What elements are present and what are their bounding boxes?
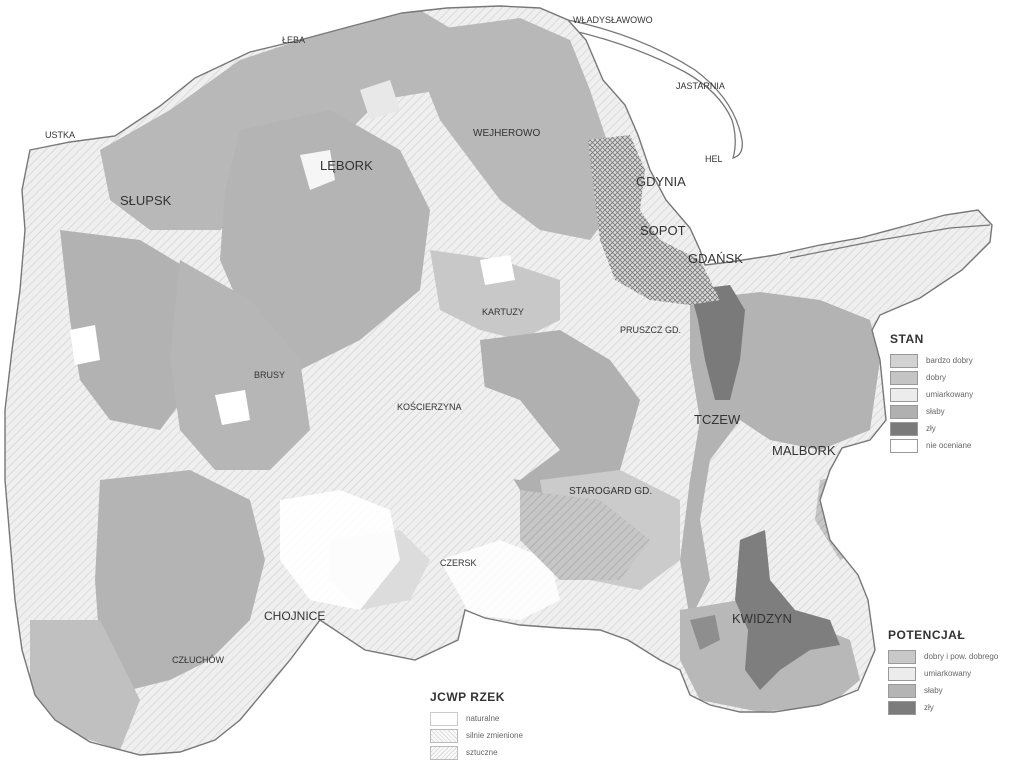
legend-label: umiarkowany (926, 390, 974, 399)
label-czersk: CZERSK (440, 558, 477, 568)
label-koscierzyna: KOŚCIERZYNA (397, 401, 462, 412)
region-wejherowo (420, 18, 620, 240)
legend-jcwp: JCWP RZEK naturalne silnie zmienione szt… (430, 690, 523, 761)
region-slupsk-south (60, 230, 210, 430)
legend-potencjal-item: zły (888, 699, 998, 716)
label-kartuzy: KARTUZY (482, 307, 524, 317)
label-jastarnia: JASTARNIA (676, 81, 725, 91)
legend-swatch (888, 683, 916, 698)
label-brusy: BRUSY (254, 370, 285, 380)
legend-swatch (888, 700, 916, 715)
region-kartuzy (430, 250, 560, 340)
legend-swatch (430, 745, 458, 760)
label-leba: ŁEBA (282, 35, 305, 45)
city-area (588, 135, 720, 305)
legend-swatch (890, 353, 918, 368)
label-starogard: STAROGARD GD. (569, 486, 652, 497)
legend-swatch (890, 404, 918, 419)
label-hel: HEL (705, 154, 723, 164)
legend-label: zły (926, 424, 936, 433)
label-lebork: LĘBORK (320, 158, 373, 173)
legend-label: nie oceniane (926, 441, 972, 450)
label-tczew: TCZEW (694, 412, 741, 427)
legend-potencjal: POTENCJAŁ dobry i pow. dobrego umiarkowa… (888, 628, 998, 716)
region-czluchow (95, 470, 265, 690)
legend-jcwp-title: JCWP RZEK (430, 690, 505, 704)
label-wladyslawowo: WŁADYSŁAWOWO (573, 15, 653, 25)
legend-swatch (888, 666, 916, 681)
legend-jcwp-item: silnie zmienione (430, 727, 523, 744)
label-slupsk: SŁUPSK (120, 193, 172, 208)
legend-stan-item: nie oceniane (890, 437, 973, 454)
legend-swatch (888, 649, 916, 664)
label-gdynia: GDYNIA (636, 174, 686, 189)
legend-stan-item: zły (890, 420, 973, 437)
label-sopot: SOPOT (640, 223, 686, 238)
region-lebork (220, 110, 430, 370)
legend-potencjal-item: dobry i pow. dobrego (888, 648, 998, 665)
label-chojnice: CHOJNICE (264, 609, 325, 623)
label-gdansk: GDAŃSK (688, 251, 743, 266)
legend-swatch (890, 387, 918, 402)
label-wejherowo: WEJHEROWO (473, 128, 540, 139)
legend-potencjal-item: słaby (888, 682, 998, 699)
label-kwidzyn: KWIDZYN (732, 611, 792, 626)
legend-swatch (890, 370, 918, 385)
legend-potencjal-item: umiarkowany (888, 665, 998, 682)
legend-label: sztuczne (466, 748, 498, 757)
legend-label: naturalne (466, 714, 500, 723)
label-pruszcz: PRUSZCZ GD. (620, 325, 681, 335)
region-bad-kwidzyn (735, 530, 840, 690)
legend-label: dobry (926, 373, 947, 382)
legend-label: zły (924, 703, 934, 712)
legend-stan-item: umiarkowany (890, 386, 973, 403)
label-malbork: MALBORK (772, 443, 836, 458)
region-south-west (30, 620, 140, 750)
region-bad-pruszcz (690, 285, 745, 400)
legend-swatch (430, 728, 458, 743)
legend-stan-title: STAN (890, 332, 924, 346)
legend-label: bardzo dobry (926, 356, 973, 365)
legend-label: silnie zmienione (466, 731, 523, 740)
legend-swatch (890, 438, 918, 453)
legend-stan-item: słaby (890, 403, 973, 420)
vistula-spit (789, 224, 991, 259)
legend-potencjal-title: POTENCJAŁ (888, 628, 966, 642)
legend-jcwp-item: sztuczne (430, 744, 523, 761)
label-czluchow: CZŁUCHÓW (172, 655, 225, 665)
legend-label: dobry i pow. dobrego (924, 652, 999, 661)
legend-swatch (890, 421, 918, 436)
region-brusy (170, 260, 310, 470)
legend-stan: STAN bardzo dobry dobry umiarkowany słab… (890, 332, 973, 454)
label-ustka: USTKA (45, 130, 75, 140)
hel-peninsula (567, 19, 743, 159)
legend-stan-item: dobry (890, 369, 973, 386)
legend-label: słaby (926, 407, 945, 416)
legend-jcwp-item: naturalne (430, 710, 523, 727)
legend-swatch (430, 711, 458, 726)
legend-stan-item: bardzo dobry (890, 352, 973, 369)
legend-label: słaby (924, 686, 943, 695)
legend-label: umiarkowany (924, 669, 972, 678)
